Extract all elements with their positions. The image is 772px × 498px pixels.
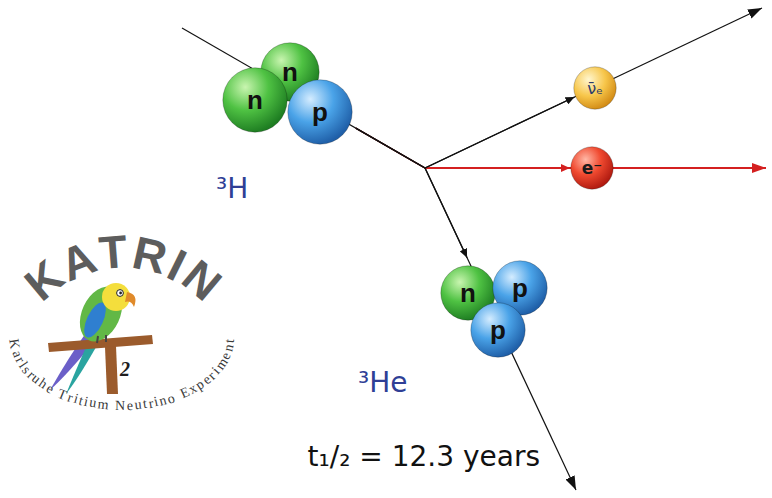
nucleon-letter: n (247, 85, 263, 116)
parrot-body (72, 280, 131, 349)
electron-ball: e⁻ (570, 146, 614, 190)
parrot-head (102, 283, 130, 311)
nucleon-letter: p (512, 273, 528, 304)
ball-shape (574, 67, 616, 109)
decay-connector (356, 128, 570, 168)
logo-letter: N (115, 398, 125, 414)
nucleus-label: ³H (216, 172, 248, 205)
parrot-beak (125, 292, 135, 307)
nucleon-letter: n (282, 57, 298, 88)
nucleus-label: ³He (358, 366, 408, 399)
logo-letter: m (97, 396, 110, 413)
ball-shape (223, 68, 287, 132)
proton-ball: p (287, 79, 353, 145)
nucleus-group: ³Henpp (438, 258, 550, 360)
logo-letter: T (97, 224, 129, 280)
particle-symbol: e⁻ (582, 158, 603, 178)
parrot-eye (117, 290, 124, 297)
ball-shape (471, 303, 525, 357)
ball-shape (288, 80, 352, 144)
perch-post (105, 346, 118, 394)
logo-subscript: 2 (120, 358, 130, 381)
parrot-feet (97, 335, 106, 343)
logo-letter: u (134, 397, 142, 414)
half-life: t₁/₂ = 12.3 years (308, 440, 540, 473)
nucleon-letter: p (312, 97, 328, 128)
nucleon-letter: p (490, 315, 506, 346)
logo-letter (110, 398, 114, 414)
nucleus-group: ³Hnnp (220, 40, 356, 148)
proton-ball: p (470, 302, 526, 358)
antineutrino-ball: ν̄ₑ (573, 66, 617, 110)
logo-letter: u (88, 395, 98, 412)
ball-shape (571, 147, 613, 189)
particle-symbol: ν̄ₑ (587, 79, 603, 98)
logo-motto: Karlsruhe Tritium Neutrino Experiment (0, 0, 260, 430)
logo-letter: t (142, 396, 148, 412)
decay-connector (356, 128, 467, 258)
nucleon-letter: n (460, 278, 476, 309)
neutron-ball: n (222, 67, 288, 133)
decay-connector (356, 97, 575, 168)
logo-letter: e (127, 398, 134, 414)
parrot-pupil (119, 292, 122, 295)
